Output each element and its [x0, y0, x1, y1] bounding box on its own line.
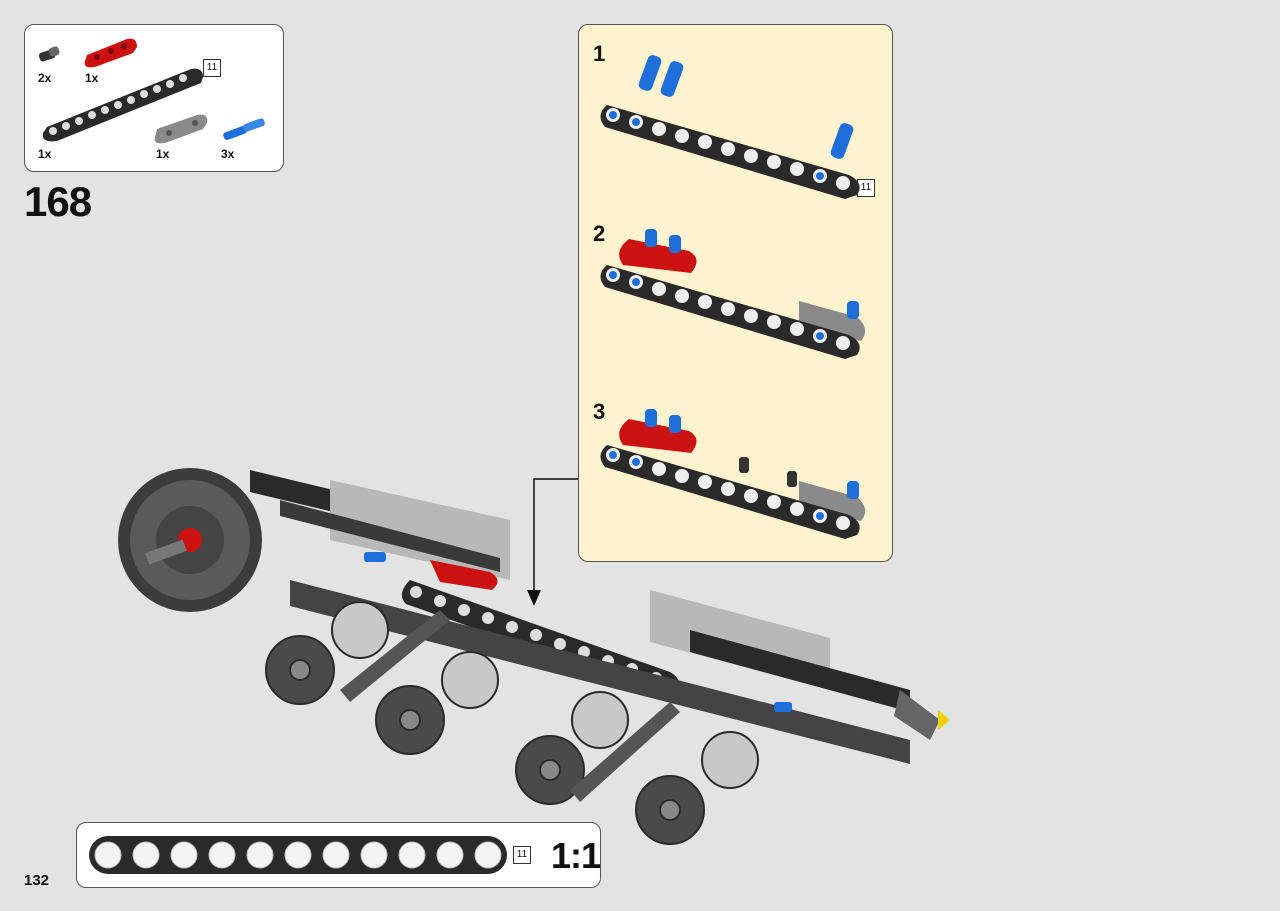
scale-ruler-box: 11 1:1	[76, 822, 601, 888]
gray-liftarm-part	[154, 114, 208, 144]
large-gear-wheel	[118, 468, 262, 612]
lower-beam-frame	[290, 580, 950, 764]
small-gear-wheels	[265, 601, 759, 845]
red-liftarm-part	[84, 38, 137, 68]
parts-list-box: 2x 1x 11 1x 1x 3x	[24, 24, 284, 172]
page-number: 132	[24, 872, 50, 889]
substeps-panel: 1 2 3 11	[578, 24, 893, 562]
scale-beam-illustration	[89, 836, 507, 874]
substep-3-illustration	[600, 409, 866, 539]
black-peg-part	[38, 46, 60, 62]
blue-pin-part	[223, 118, 265, 141]
blue-pins	[364, 552, 792, 712]
upper-beam-frame	[250, 470, 510, 580]
substep-3-number: 3	[593, 399, 606, 424]
step-number: 168	[24, 178, 92, 225]
callout-arrow	[527, 478, 578, 606]
qty-red-liftarm: 1x	[85, 71, 99, 85]
beam-length-badge: 11	[203, 59, 221, 77]
substep-2-number: 2	[593, 221, 606, 246]
scale-length-badge: 11	[513, 846, 531, 864]
qty-black-peg: 2x	[38, 71, 52, 85]
substep-1-length-badge: 11	[857, 179, 875, 197]
qty-gray-liftarm: 1x	[156, 147, 170, 161]
substep-2-illustration	[600, 229, 866, 359]
parts-illustration	[38, 38, 265, 144]
substep-1-number: 1	[593, 41, 606, 66]
substep-1-illustration	[600, 55, 860, 199]
main-assembly-illustration	[118, 468, 950, 845]
cross-beams	[340, 610, 680, 802]
qty-blue-pin: 3x	[221, 147, 235, 161]
scale-ratio: 1:1	[551, 835, 601, 876]
qty-black-beam: 1x	[38, 147, 52, 161]
black-beam-part	[42, 68, 204, 142]
